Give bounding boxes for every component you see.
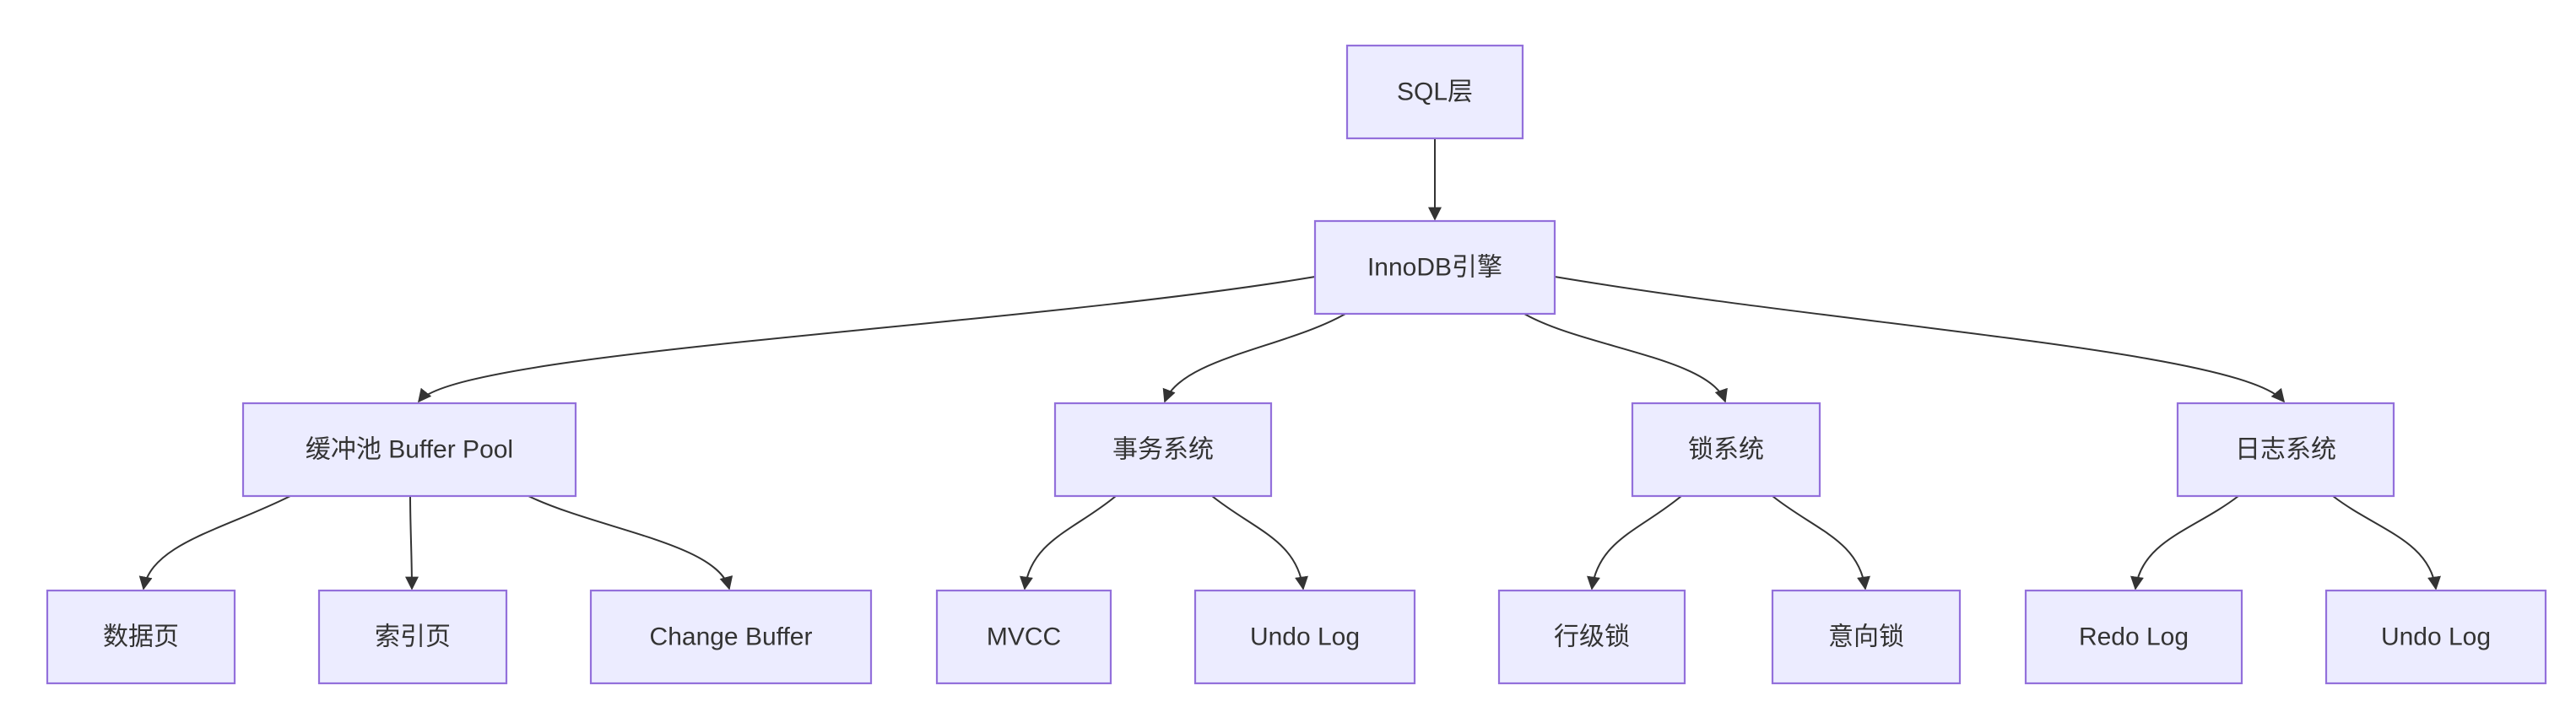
node-change_buffer: Change Buffer [589, 589, 873, 685]
node-index_page-label: 索引页 [375, 623, 451, 651]
edge-log_system-to-undo_log_2 [2332, 495, 2441, 591]
node-redo_log-label: Redo Log [2079, 623, 2189, 651]
node-change_buffer-label: Change Buffer [650, 623, 813, 651]
node-sql: SQL层 [1345, 44, 1524, 140]
node-buffer_pool-box [241, 402, 577, 498]
edge-buffer_pool-to-index_page [404, 495, 419, 591]
edge-buffer_pool-to-data_page [138, 495, 291, 591]
node-undo_log_1-box [1193, 589, 1416, 685]
node-txn_system-label: 事务系统 [1112, 436, 1214, 464]
node-buffer_pool: 缓冲池 Buffer Pool [241, 402, 577, 498]
node-intent_lock-box [1771, 589, 1962, 685]
edge-innodb-to-lock_system [1523, 313, 1728, 403]
node-data_page-label: 数据页 [103, 623, 179, 651]
edge-txn_system-to-undo_log_1 [1211, 495, 1308, 591]
node-undo_log_2: Undo Log [2324, 589, 2547, 685]
node-lock_system-label: 锁系统 [1688, 436, 1764, 464]
node-mvcc-box [935, 589, 1112, 685]
node-index_page: 索引页 [317, 589, 508, 685]
node-innodb: InnoDB引擎 [1313, 219, 1556, 316]
node-intent_lock-label: 意向锁 [1828, 623, 1904, 651]
edge-buffer_pool-to-change_buffer [528, 495, 733, 591]
edge-lock_system-to-intent_lock [1772, 495, 1870, 591]
node-redo_log: Redo Log [2024, 589, 2243, 685]
node-lock_system: 锁系统 [1631, 402, 1821, 498]
node-row_lock: 行级锁 [1497, 589, 1686, 685]
node-undo_log_2-label: Undo Log [2381, 623, 2491, 651]
node-log_system-box [2176, 402, 2395, 498]
node-redo_log-box [2024, 589, 2243, 685]
node-data_page-box [46, 589, 236, 685]
node-innodb-box [1313, 219, 1556, 316]
node-intent_lock: 意向锁 [1771, 589, 1962, 685]
node-undo_log_1-label: Undo Log [1250, 623, 1360, 651]
node-index_page-box [317, 589, 508, 685]
node-mvcc-label: MVCC [987, 623, 1061, 651]
node-log_system: 日志系统 [2176, 402, 2395, 498]
node-sql-label: SQL层 [1397, 78, 1473, 106]
node-mvcc: MVCC [935, 589, 1112, 685]
node-txn_system-box [1053, 402, 1273, 498]
edge-innodb-to-txn_system [1162, 313, 1346, 403]
node-sql-box [1345, 44, 1524, 140]
node-innodb-label: InnoDB引擎 [1367, 254, 1502, 282]
edge-innodb-to-log_system [1554, 276, 2286, 403]
node-row_lock-label: 行级锁 [1554, 623, 1630, 651]
node-buffer_pool-label: 缓冲池 Buffer Pool [306, 436, 513, 464]
edge-lock_system-to-row_lock [1587, 495, 1682, 591]
node-undo_log_1: Undo Log [1193, 589, 1416, 685]
node-data_page: 数据页 [46, 589, 236, 685]
edge-log_system-to-redo_log [2130, 495, 2239, 591]
node-txn_system: 事务系统 [1053, 402, 1273, 498]
node-log_system-label: 日志系统 [2235, 436, 2336, 464]
edge-innodb-to-buffer_pool [417, 276, 1316, 403]
node-undo_log_2-box [2324, 589, 2547, 685]
node-row_lock-box [1497, 589, 1686, 685]
edge-txn_system-to-mvcc [1020, 495, 1117, 591]
node-change_buffer-box [589, 589, 873, 685]
node-lock_system-box [1631, 402, 1821, 498]
edges-layer [138, 138, 2441, 591]
